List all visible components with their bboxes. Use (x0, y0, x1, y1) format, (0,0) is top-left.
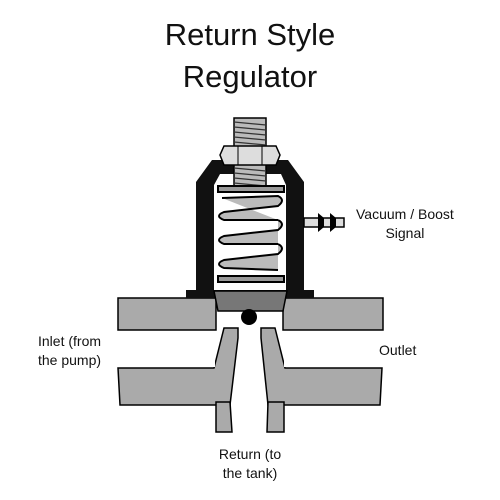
regulator-body (117, 297, 384, 433)
body-top-left (117, 297, 217, 331)
vacuum-boost-label: Vacuum / Boost Signal (356, 205, 454, 243)
inlet-label-line-1: Inlet (from (38, 333, 102, 349)
spring (217, 185, 285, 283)
lock-nut (219, 145, 281, 166)
spring-coil-1 (218, 194, 283, 221)
title-line-1: Return Style (164, 17, 336, 52)
vacuum-label-line-1: Vacuum / Boost (356, 206, 454, 222)
vacuum-port (303, 213, 345, 232)
spring-seat-bottom (217, 275, 285, 283)
diaphragm (213, 290, 288, 312)
diagram-title: Return Style Regulator (0, 14, 500, 98)
outlet-channel (284, 331, 384, 367)
housing-right-wall (266, 160, 304, 290)
return-label-line-1: Return (to (218, 446, 282, 462)
inlet-lower-wall (117, 327, 239, 406)
adjustment-screw (219, 117, 281, 189)
body-top-right (282, 297, 384, 331)
spring-seat-top (217, 185, 285, 193)
return-label-line-2: the tank) (222, 465, 278, 481)
spring-coil-3 (218, 243, 283, 271)
return-right-wall (266, 401, 285, 433)
housing-left-wall (196, 160, 236, 290)
outlet-label-line-1: Outlet (379, 342, 417, 358)
diaphragm-assembly (186, 290, 314, 312)
vacuum-label-line-2: Signal (385, 225, 425, 241)
inlet-label: Inlet (from the pump) (38, 332, 101, 370)
return-left-wall (215, 401, 233, 433)
title-line-2: Regulator (182, 59, 318, 94)
outlet-label: Outlet (379, 341, 416, 360)
spring-coil-2 (218, 219, 283, 245)
return-label: Return (to the tank) (200, 445, 300, 483)
valve-ball (241, 309, 257, 325)
outlet-lower-wall (260, 327, 383, 406)
inlet-label-line-2: the pump) (38, 352, 102, 368)
inlet-channel (117, 331, 215, 367)
